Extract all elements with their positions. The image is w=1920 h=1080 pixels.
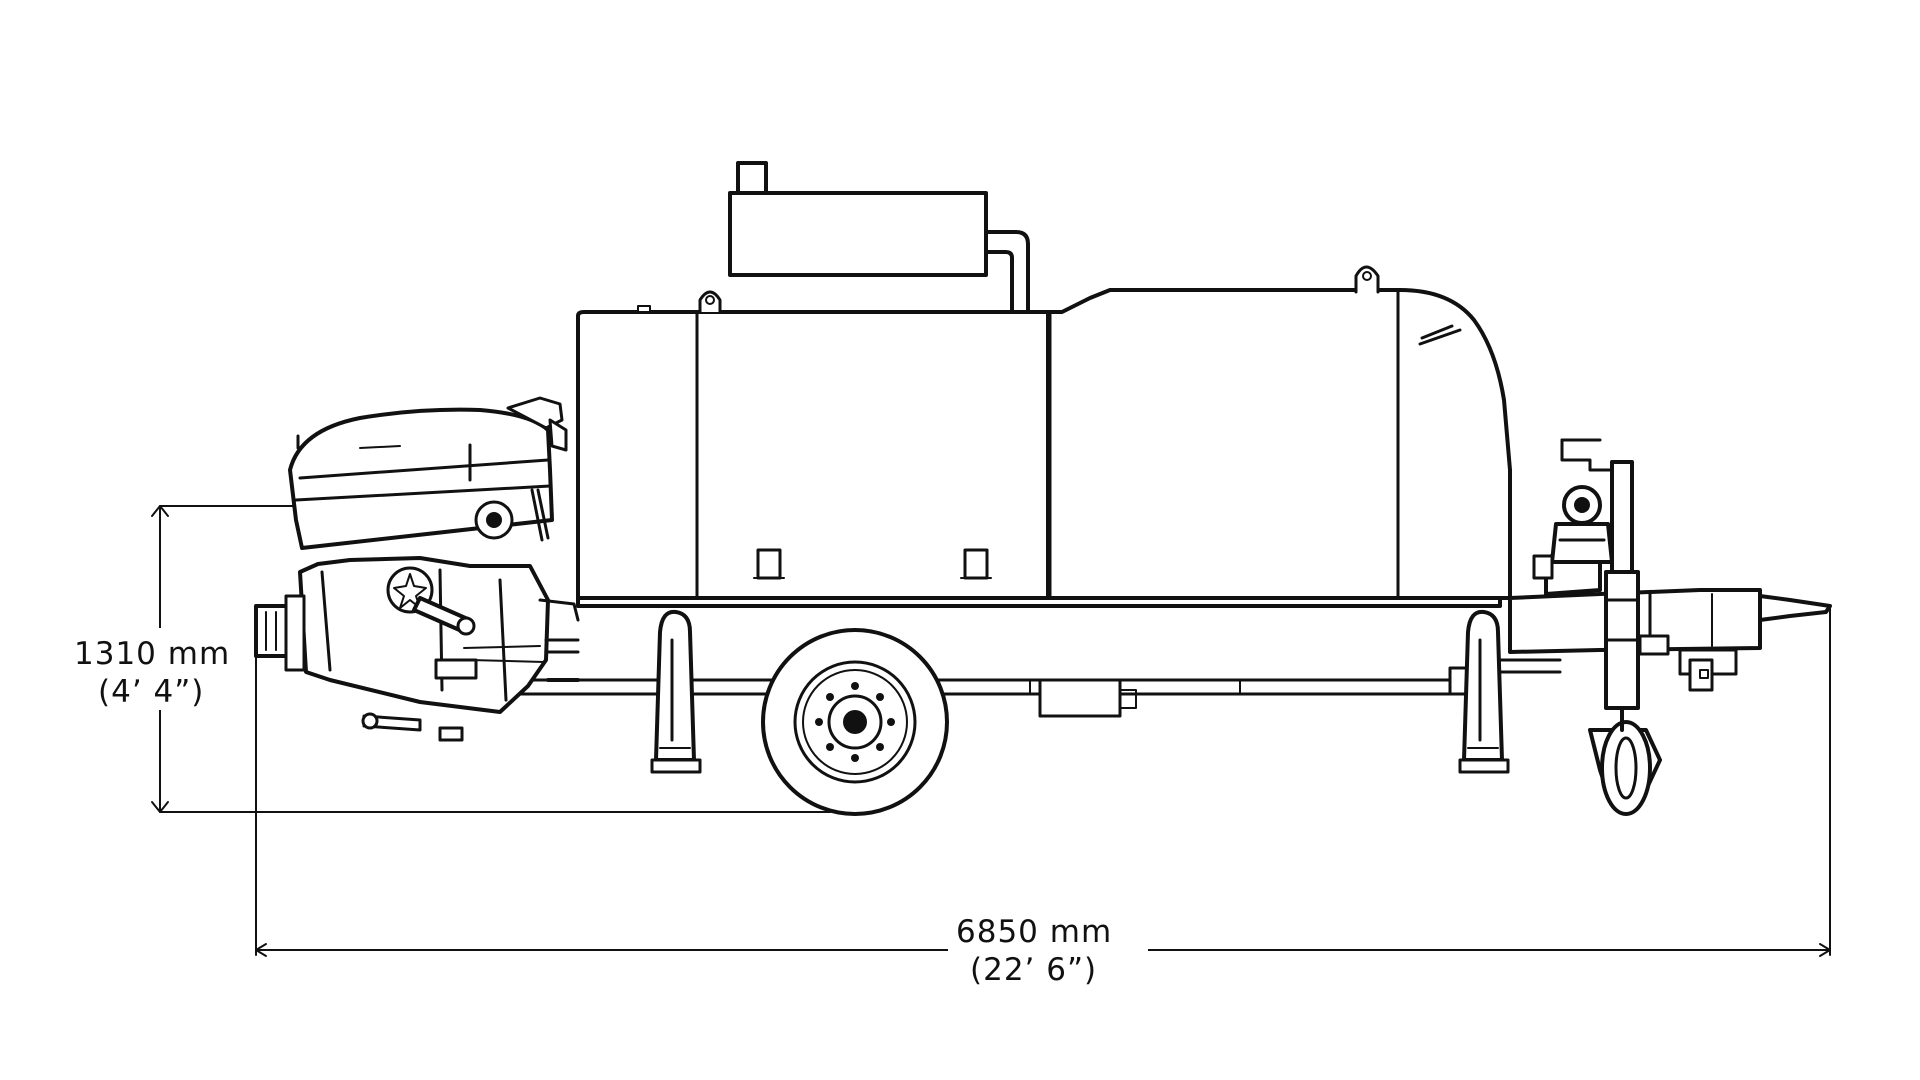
hopper-assembly xyxy=(254,396,580,742)
height-metric-label: 1310 mm xyxy=(74,636,230,672)
exhaust-muffler xyxy=(728,161,1030,314)
height-imperial-label: (4’ 4”) xyxy=(98,674,204,710)
jockey-wheel xyxy=(1560,438,1670,816)
main-wheel xyxy=(761,628,949,816)
front-outrigger xyxy=(650,609,702,774)
length-metric-label: 6850 mm xyxy=(956,914,1112,950)
main-body-housing xyxy=(576,265,1512,608)
length-imperial-label: (22’ 6”) xyxy=(970,952,1097,988)
drawbar-hitch xyxy=(1508,485,1832,692)
rear-outrigger xyxy=(1458,609,1510,774)
